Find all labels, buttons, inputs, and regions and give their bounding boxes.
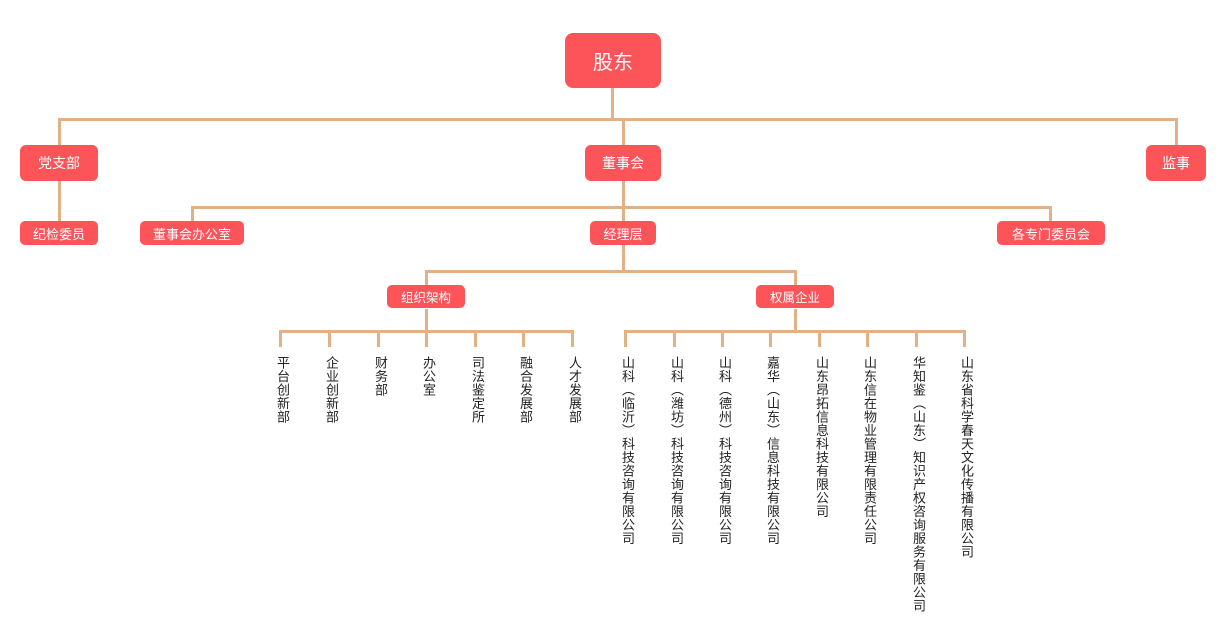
department-label[interactable]: 司法鉴定所 [469, 356, 484, 424]
connector-line [611, 88, 614, 118]
node-shareholders[interactable]: 股东 [565, 33, 661, 88]
node-org-structure[interactable]: 组织架构 [387, 285, 465, 308]
connector-line [866, 333, 869, 347]
department-label[interactable]: 财务部 [372, 356, 387, 397]
subsidiary-label[interactable]: 山科（潍坊）科技咨询有限公司 [668, 356, 683, 545]
connector-line [58, 181, 61, 221]
connector-line [622, 121, 625, 145]
connector-line [377, 333, 380, 347]
connector-line [721, 333, 724, 347]
subsidiary-label[interactable]: 山东省科学春天文化传播有限公司 [958, 356, 973, 559]
subsidiary-label[interactable]: 山科（临沂）科技咨询有限公司 [619, 356, 634, 545]
connector-line [522, 333, 525, 347]
connector-line [622, 209, 625, 221]
subsidiary-label[interactable]: 山东信在物业管理有限责任公司 [861, 356, 876, 545]
department-label[interactable]: 平台创新部 [274, 356, 289, 424]
subsidiary-label[interactable]: 山科（德州）科技咨询有限公司 [716, 356, 731, 545]
connector-line [571, 333, 574, 347]
department-label[interactable]: 办公室 [420, 356, 435, 397]
node-special-committees[interactable]: 各专门委员会 [997, 221, 1105, 245]
connector-line [769, 333, 772, 347]
subsidiary-label[interactable]: 山东昂拓信息科技有限公司 [813, 356, 828, 518]
connector-line [1175, 121, 1178, 145]
connector-line [425, 309, 428, 330]
connector-line [425, 333, 428, 347]
department-label[interactable]: 企业创新部 [323, 356, 338, 424]
connector-line [1049, 209, 1052, 221]
connector-line [474, 333, 477, 347]
node-discipline-inspection[interactable]: 纪检委员 [20, 221, 98, 245]
connector-line [58, 121, 61, 145]
department-label[interactable]: 融合发展部 [517, 356, 532, 424]
connector-line [915, 333, 918, 347]
connector-line [622, 181, 625, 206]
subsidiary-label[interactable]: 嘉华（山东）信息科技有限公司 [764, 356, 779, 545]
node-management[interactable]: 经理层 [590, 221, 656, 245]
node-board-of-directors[interactable]: 董事会 [585, 145, 661, 181]
node-board-office[interactable]: 董事会办公室 [140, 221, 244, 245]
connector-line [279, 330, 574, 333]
node-subsidiaries[interactable]: 权属企业 [756, 285, 834, 308]
connector-line [963, 333, 966, 347]
connector-line [794, 309, 797, 330]
connector-line [191, 206, 1052, 209]
connector-line [279, 333, 282, 347]
connector-line [328, 333, 331, 347]
connector-line [624, 333, 627, 347]
node-party-branch[interactable]: 党支部 [20, 145, 98, 181]
subsidiary-label[interactable]: 华知鉴（山东）知识产权咨询服务有限公司 [910, 356, 925, 613]
connector-line [58, 118, 1178, 121]
connector-line [191, 209, 194, 221]
connector-line [673, 333, 676, 347]
connector-line [818, 333, 821, 347]
department-label[interactable]: 人才发展部 [566, 356, 581, 424]
connector-line [425, 273, 428, 286]
node-supervisor[interactable]: 监事 [1146, 145, 1206, 181]
connector-line [794, 273, 797, 286]
connector-line [622, 245, 625, 270]
connector-line [425, 270, 797, 273]
connector-line [624, 330, 966, 333]
